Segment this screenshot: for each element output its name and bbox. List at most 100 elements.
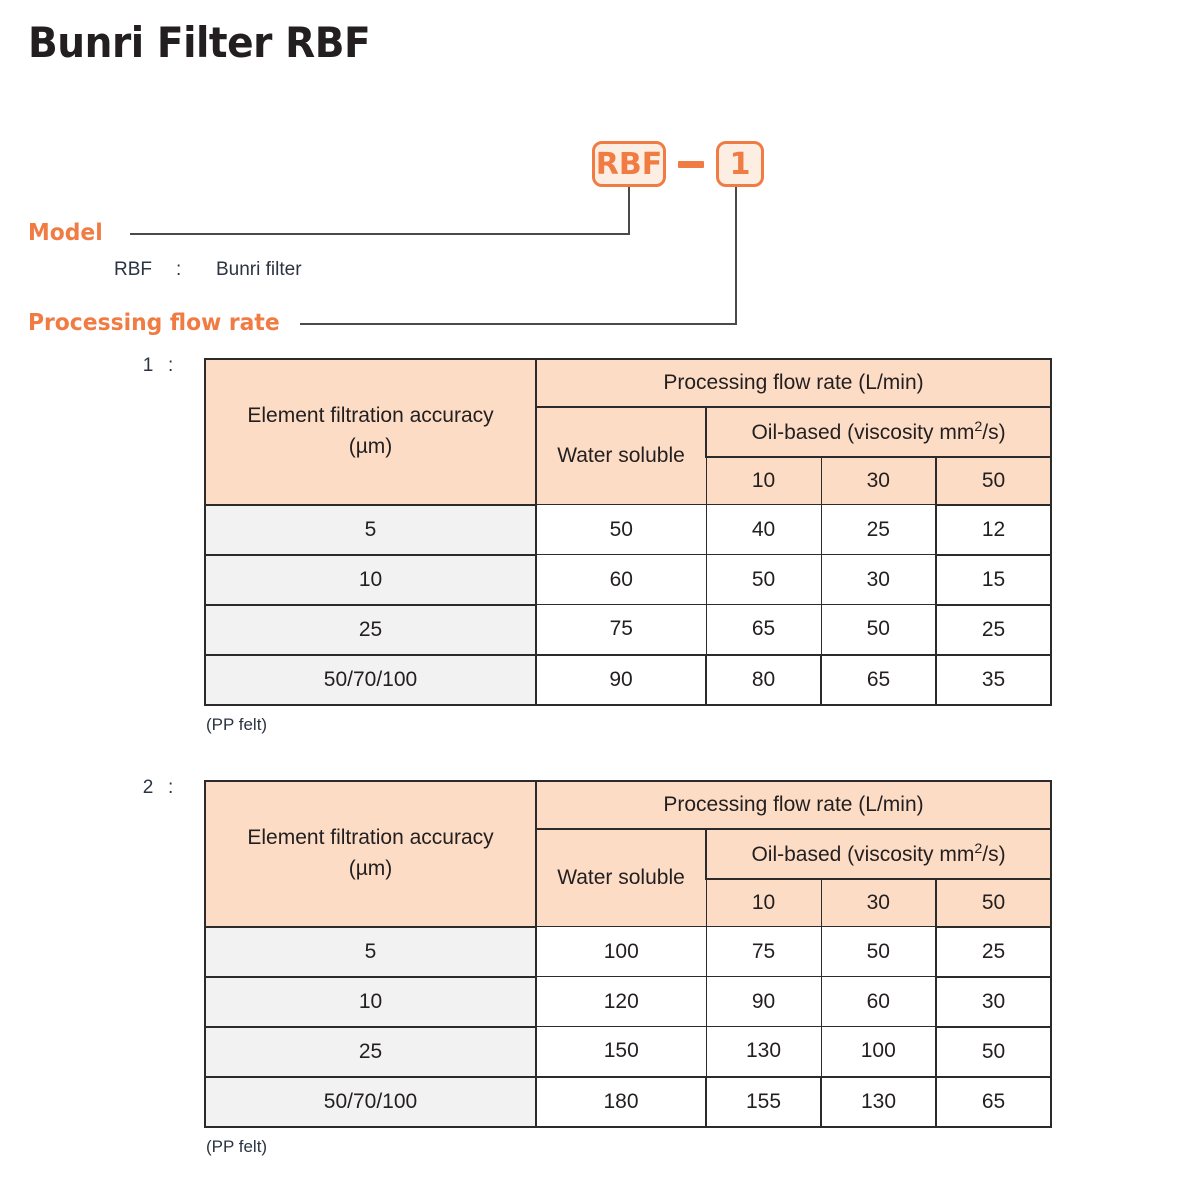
header-accuracy-unit: (µm) — [348, 434, 393, 458]
table-row: 50/70/100 180 155 130 65 — [204, 1075, 1053, 1128]
cell-water-soluble: 180 — [535, 1075, 707, 1128]
table-index-number: 2 — [142, 777, 154, 798]
leader-line-flow-vertical — [735, 187, 737, 325]
cell-oil-10: 130 — [705, 1026, 822, 1077]
cell-oil-10: 155 — [705, 1075, 822, 1128]
table-index-1: 1: — [128, 355, 174, 377]
spec-table-2: Element filtration accuracy (µm) Process… — [204, 780, 1053, 1128]
code-box-model[interactable]: RBF — [592, 141, 666, 187]
cell-oil-50: 25 — [934, 925, 1053, 978]
header-flow-rate: Processing flow rate (L/min) — [534, 780, 1053, 830]
section-label-processing-flow-rate: Processing flow rate — [28, 310, 280, 336]
table-row: 25 75 65 50 25 — [204, 603, 1053, 656]
table-header-row-2: Water soluble Oil-based (viscosity mm2/s… — [205, 406, 1053, 505]
header-oil-based-superscript: 2 — [974, 419, 983, 435]
table-row: 5 50 40 25 12 — [204, 503, 1053, 556]
header-oil-based-suffix: /s) — [982, 843, 1006, 866]
cell-water-soluble: 60 — [535, 554, 707, 605]
section-label-model: Model — [28, 220, 103, 246]
header-oil-based-suffix: /s) — [982, 421, 1006, 444]
cell-oil-10: 90 — [705, 976, 822, 1027]
header-viscosity-50: 50 — [934, 878, 1053, 928]
table-header-row-3: 10 30 50 — [205, 456, 1053, 506]
cell-water-soluble: 120 — [535, 976, 707, 1027]
header-viscosity-50: 50 — [934, 456, 1053, 506]
page-title: Bunri Filter RBF — [28, 18, 371, 67]
cell-oil-50: 50 — [934, 1025, 1053, 1078]
cell-oil-10: 50 — [705, 554, 822, 605]
cell-water-soluble: 100 — [535, 926, 707, 977]
cell-water-soluble: 150 — [535, 1026, 707, 1077]
table-header-row-1: Element filtration accuracy (µm) Process… — [204, 358, 1053, 506]
table-row: 25 150 130 100 50 — [204, 1025, 1053, 1078]
table-header-row-1: Element filtration accuracy (µm) Process… — [204, 780, 1053, 928]
table-row: 10 60 50 30 15 — [204, 553, 1053, 606]
header-accuracy-unit: (µm) — [348, 856, 393, 880]
legend-code: RBF — [114, 259, 152, 280]
cell-oil-10: 75 — [705, 926, 822, 977]
table-index-number: 1 — [142, 355, 154, 376]
legend-row-rbf: RBF: Bunri filter — [114, 259, 302, 281]
cell-oil-30: 30 — [820, 554, 937, 605]
cell-accuracy: 50/70/100 — [204, 1075, 537, 1128]
cell-water-soluble: 75 — [535, 604, 707, 655]
header-accuracy-text: Element filtration accuracy — [247, 826, 494, 850]
header-water-soluble: Water soluble — [535, 828, 707, 927]
cell-oil-30: 100 — [820, 1026, 937, 1077]
cell-water-soluble: 50 — [535, 504, 707, 555]
table-index-2: 2: — [128, 777, 174, 799]
legend-colon: : — [176, 259, 182, 280]
cell-oil-30: 130 — [820, 1075, 937, 1128]
header-accuracy: Element filtration accuracy (µm) — [204, 358, 537, 506]
cell-oil-50: 65 — [934, 1075, 1053, 1128]
header-oil-based: Oil-based (viscosity mm2/s) — [704, 828, 1053, 880]
table-row: 10 120 90 60 30 — [204, 975, 1053, 1028]
cell-oil-30: 50 — [820, 926, 937, 977]
leader-line-model-vertical — [628, 187, 630, 235]
table-index-colon: : — [168, 777, 174, 798]
cell-accuracy: 50/70/100 — [204, 653, 537, 706]
cell-oil-30: 50 — [820, 604, 937, 655]
header-oil-based-superscript: 2 — [974, 841, 983, 857]
code-box-processing-flow-rate[interactable]: 1 — [716, 141, 764, 187]
header-water-soluble: Water soluble — [535, 406, 707, 505]
table-note-1: (PP felt) — [206, 715, 268, 734]
legend-description: Bunri filter — [216, 259, 302, 280]
cell-oil-30: 65 — [820, 653, 937, 706]
table-row: 5 100 75 50 25 — [204, 925, 1053, 978]
cell-oil-50: 25 — [934, 603, 1053, 656]
cell-oil-50: 35 — [934, 653, 1053, 706]
header-oil-based: Oil-based (viscosity mm2/s) — [704, 406, 1053, 458]
table-note-2: (PP felt) — [206, 1137, 268, 1156]
cell-oil-50: 15 — [934, 553, 1053, 606]
cell-oil-50: 30 — [934, 975, 1053, 1028]
header-oil-based-prefix: Oil-based (viscosity mm — [751, 421, 975, 444]
table-row: 50/70/100 90 80 65 35 — [204, 653, 1053, 706]
header-viscosity-10: 10 — [705, 456, 822, 505]
header-oil-based-prefix: Oil-based (viscosity mm — [751, 843, 975, 866]
cell-oil-30: 25 — [820, 504, 937, 555]
cell-oil-10: 40 — [705, 504, 822, 555]
cell-oil-10: 65 — [705, 604, 822, 655]
leader-line-flow-horizontal — [300, 323, 737, 325]
cell-oil-30: 60 — [820, 976, 937, 1027]
cell-accuracy: 5 — [204, 503, 537, 556]
leader-line-model-horizontal — [130, 233, 630, 235]
header-accuracy: Element filtration accuracy (µm) — [204, 780, 537, 928]
model-code-diagram: RBF 1 — [592, 141, 764, 187]
cell-accuracy: 10 — [204, 553, 537, 606]
cell-oil-10: 80 — [705, 653, 822, 706]
cell-accuracy: 10 — [204, 975, 537, 1028]
header-viscosity-30: 30 — [820, 456, 937, 505]
cell-accuracy: 25 — [204, 603, 537, 656]
table-header-row-3: 10 30 50 — [205, 878, 1053, 928]
cell-water-soluble: 90 — [535, 653, 707, 706]
header-flow-rate: Processing flow rate (L/min) — [534, 358, 1053, 408]
code-separator-dash — [678, 160, 704, 168]
cell-accuracy: 25 — [204, 1025, 537, 1078]
spec-table-1: Element filtration accuracy (µm) Process… — [204, 358, 1053, 706]
table-header-row-2: Water soluble Oil-based (viscosity mm2/s… — [205, 828, 1053, 927]
cell-oil-50: 12 — [934, 503, 1053, 556]
table-index-colon: : — [168, 355, 174, 376]
cell-accuracy: 5 — [204, 925, 537, 978]
